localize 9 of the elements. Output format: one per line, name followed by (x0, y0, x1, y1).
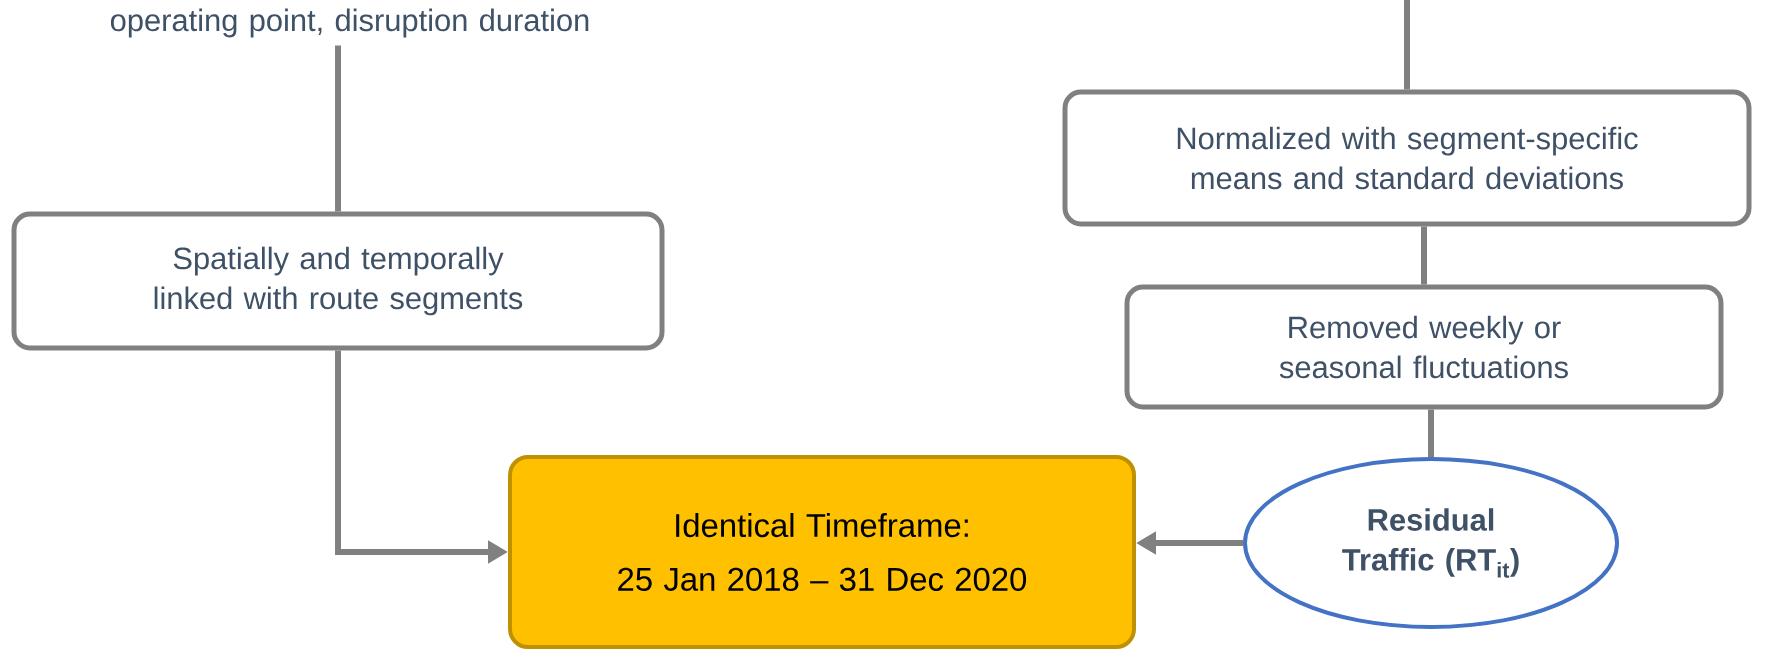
connector (1428, 409, 1434, 457)
process-box: Removed weekly or seasonal fluctuations (1124, 284, 1724, 410)
result-box: Identical Timeframe: 25 Jan 2018 – 31 Dec 2020 (508, 455, 1136, 649)
process-box: Spatially and temporally linked with route segments (11, 211, 665, 351)
process-box: Normalized with segment-specific means and standard deviations (1062, 89, 1752, 227)
connector (1421, 226, 1427, 285)
connector (1404, 0, 1410, 90)
input-text: operating point, disruption duration (110, 8, 589, 38)
connector (335, 45, 341, 212)
